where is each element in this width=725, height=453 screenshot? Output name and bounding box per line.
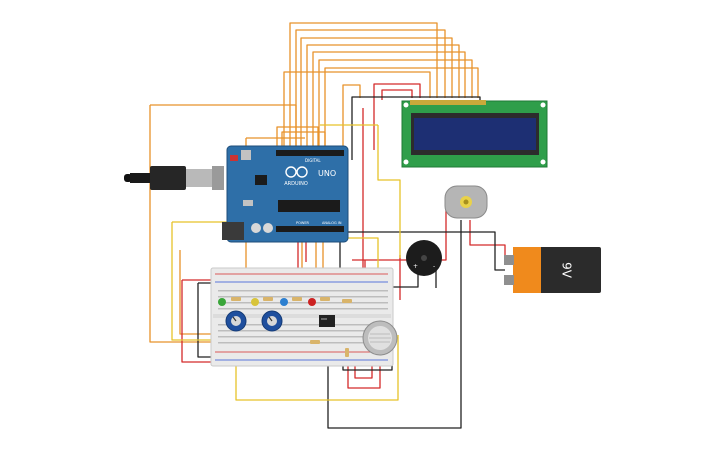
lcd-display[interactable] xyxy=(401,100,548,168)
arduino-model-text: UNO xyxy=(318,169,336,178)
led-yellow[interactable] xyxy=(251,298,259,306)
resistor[interactable] xyxy=(342,299,352,303)
led-green[interactable] xyxy=(218,298,226,306)
resistor[interactable] xyxy=(263,297,273,301)
potentiometers xyxy=(225,310,283,332)
arduino-brand-text: ARDUINO xyxy=(284,181,308,187)
usb-cable-icon xyxy=(124,166,224,190)
resistor[interactable] xyxy=(231,297,241,301)
header-analog-label: ANALOG IN xyxy=(322,221,342,225)
header-power-label: POWER xyxy=(296,221,310,225)
resistor[interactable] xyxy=(345,348,349,357)
arduino-logo-icon xyxy=(285,166,308,178)
led-red[interactable] xyxy=(308,298,316,306)
dc-motor-icon[interactable] xyxy=(444,185,488,219)
potentiometer-1[interactable] xyxy=(225,310,247,332)
ic-chip-icon[interactable] xyxy=(319,315,335,327)
piezo-buzzer[interactable]: + - xyxy=(406,240,442,276)
battery-9v[interactable]: 9V xyxy=(504,247,601,293)
led-blue[interactable] xyxy=(280,298,288,306)
buzzer-minus-label: - xyxy=(433,263,435,270)
battery-label: 9V xyxy=(560,262,574,279)
buzzer-plus-label: + xyxy=(413,263,418,270)
breadboard[interactable] xyxy=(210,267,394,367)
resistors xyxy=(231,297,352,357)
gas-sensor-icon[interactable] xyxy=(362,320,398,356)
breadboard-holes xyxy=(218,290,388,344)
header-digital-label: DIGITAL xyxy=(305,158,321,163)
potentiometer-2[interactable] xyxy=(261,310,283,332)
arduino-uno-board[interactable]: ARDUINO UNO DIGITAL POWER ANALOG IN xyxy=(222,145,349,243)
leds xyxy=(218,298,316,306)
resistor[interactable] xyxy=(310,340,320,344)
resistor[interactable] xyxy=(292,297,302,301)
resistor[interactable] xyxy=(320,297,330,301)
